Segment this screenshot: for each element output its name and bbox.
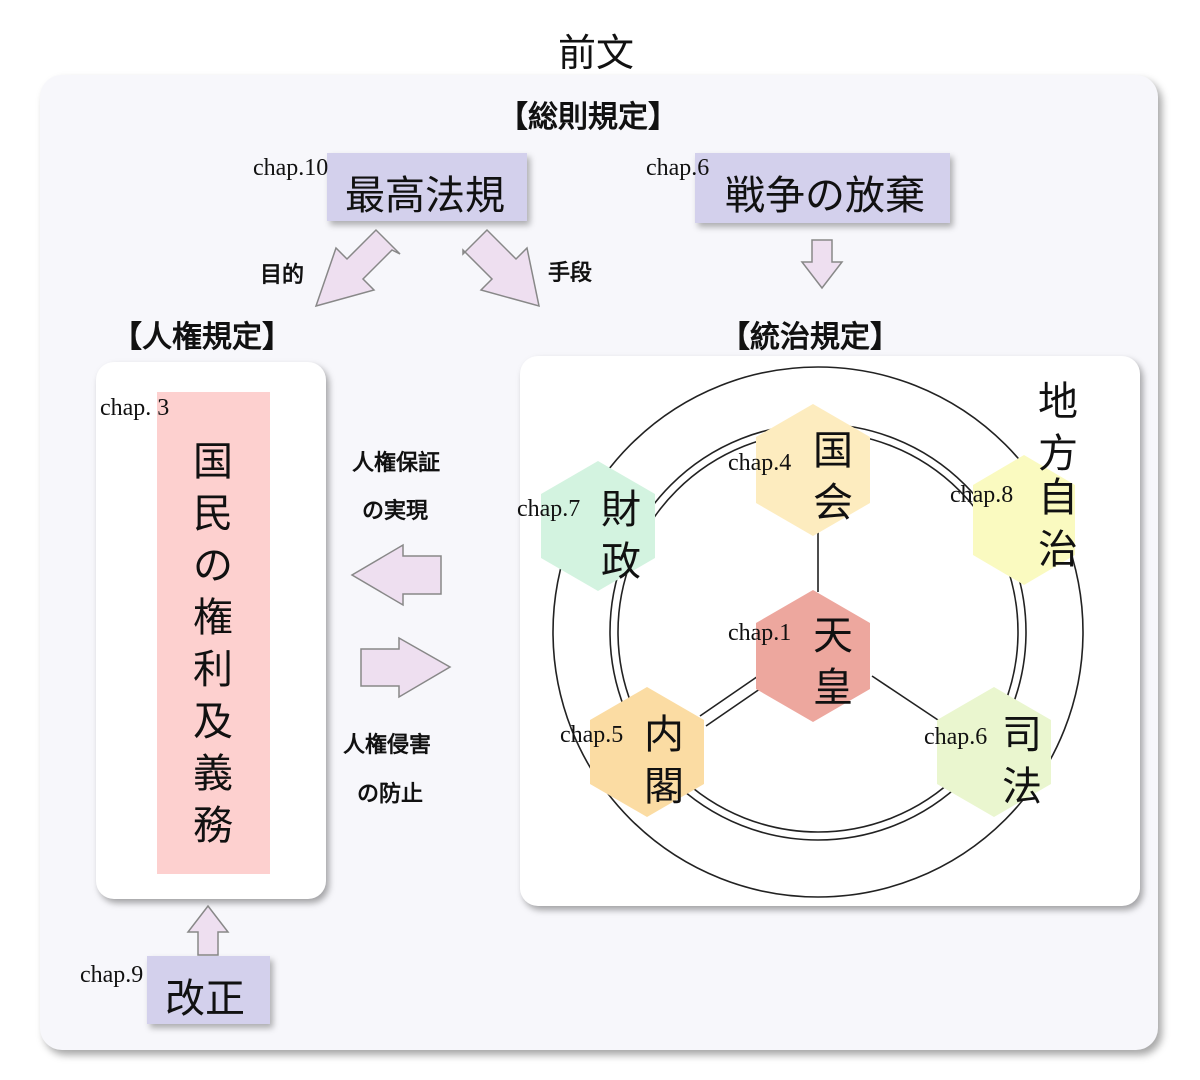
means-arrow (462, 228, 540, 308)
finance-label: 財政 (601, 487, 641, 585)
rights-label: 国民の権利及義務 (193, 439, 233, 849)
realize-text-1: 人権保証 (352, 451, 441, 476)
preamble-title: 前文 (558, 31, 635, 75)
judiciary-label: 司法 (1002, 712, 1042, 810)
means-label: 手段 (548, 261, 593, 286)
amendment-label: 改正 (165, 976, 245, 1022)
hex-local (973, 455, 1075, 585)
hex-finance (541, 461, 655, 591)
local-chap: chap.8 (950, 482, 1014, 508)
amendment-up-arrow (186, 904, 230, 956)
hex-cabinet (590, 687, 704, 817)
judiciary-chap: chap.6 (924, 724, 988, 750)
rights-header: 【人権規定】 (112, 320, 292, 355)
supreme-law-chap: chap.10 (253, 155, 329, 181)
prevent-text-2: の防止 (357, 782, 424, 807)
supreme-law-label: 最高法規 (345, 173, 505, 219)
diet-chap: chap.4 (728, 450, 792, 476)
purpose-label: 目的 (260, 263, 305, 288)
rights-chap: chap. 3 (100, 395, 170, 421)
diet-label: 国会 (813, 428, 853, 526)
local-label-2: 自治 (1038, 475, 1078, 573)
war-down-arrow (800, 239, 844, 290)
connector-judiciary (871, 675, 939, 721)
local-label-1: 地方 (1038, 379, 1078, 477)
purpose-arrow (314, 228, 401, 308)
cabinet-label: 内閣 (644, 712, 684, 810)
hex-diet (756, 404, 870, 536)
governance-header: 【統治規定】 (720, 320, 900, 355)
war-renunciation-chap: chap.6 (646, 155, 710, 181)
realize-text-2: の実現 (362, 499, 429, 524)
realize-arrow (350, 543, 442, 607)
connector-cabinet-a (699, 671, 765, 717)
prevent-text-1: 人権侵害 (343, 733, 432, 758)
prevent-arrow (360, 636, 452, 699)
amendment-chap: chap.9 (80, 962, 144, 988)
emperor-label: 天皇 (813, 613, 853, 711)
rights-box (157, 392, 270, 874)
emperor-chap: chap.1 (728, 620, 792, 646)
hex-judiciary (937, 687, 1051, 817)
general-header: 【総則規定】 (498, 100, 678, 135)
war-renunciation-box (695, 153, 950, 223)
amendment-box (147, 956, 270, 1024)
hex-emperor (756, 590, 870, 722)
finance-chap: chap.7 (517, 496, 581, 522)
supreme-law-box (327, 153, 527, 221)
cabinet-chap: chap.5 (560, 722, 624, 748)
war-renunciation-label: 戦争の放棄 (725, 173, 925, 219)
outer-circle (552, 366, 1084, 898)
